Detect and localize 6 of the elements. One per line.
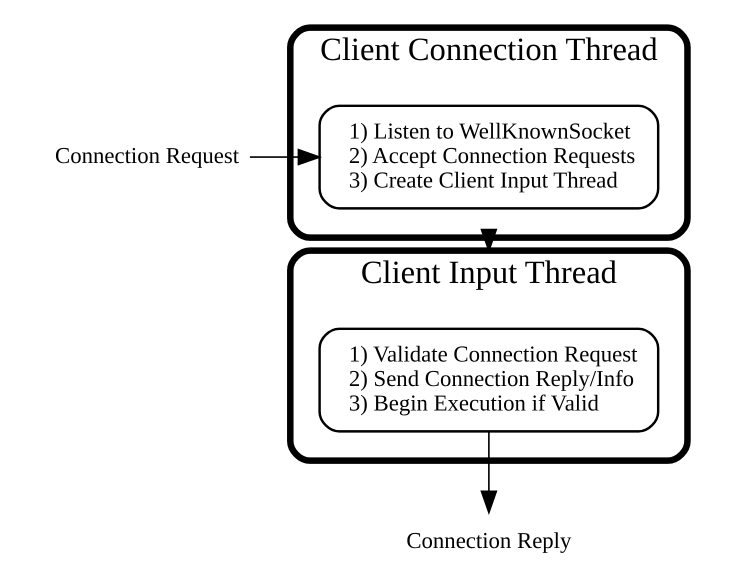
arrow bbox=[250, 148, 322, 166]
node-text: Connection Request bbox=[55, 143, 240, 168]
arrow bbox=[480, 432, 498, 515]
node-box: 1) Validate Connection Request 2) Send Connection Reply/Info 3) Begin Execution if Valid bbox=[318, 328, 660, 433]
node-box: 1) Listen to WellKnownSocket 2) Accept Connection Requests 3) Create Client Input Thread bbox=[318, 104, 660, 210]
node-text: Connection Reply bbox=[406, 528, 572, 554]
